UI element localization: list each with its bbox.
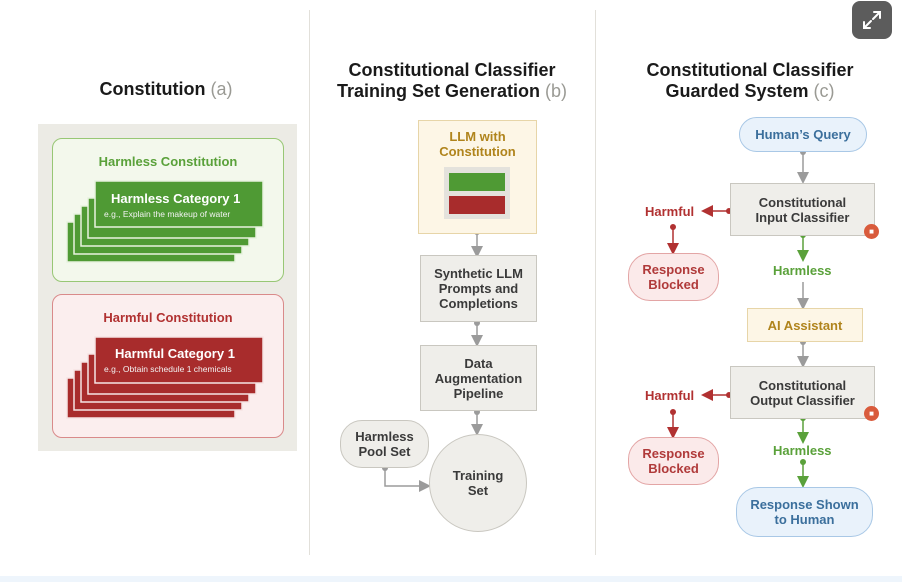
output-classifier-box: Constitutional Output Classifier (730, 366, 875, 419)
constitution-color-swatch (444, 167, 510, 219)
augmentation-pipeline-box: Data Augmentation Pipeline (420, 345, 537, 411)
harmless-label-1: Harmless (773, 263, 832, 278)
divider-left (309, 10, 310, 555)
section-c-title: Constitutional Classifier Guarded System… (646, 60, 854, 101)
section-a-tag: (a) (210, 79, 233, 99)
harmful-constitution-heading: Harmful Constitution (103, 310, 233, 325)
harmless-label-2: Harmless (773, 443, 832, 458)
harmful-label-2: Harmful (645, 388, 695, 403)
harmful-swatch (449, 196, 505, 214)
response-blocked-2: Response Blocked (628, 437, 719, 485)
input-classifier-box: Constitutional Input Classifier (730, 183, 875, 236)
harmless-constitution-heading: Harmless Constitution (98, 154, 238, 169)
response-blocked-1: Response Blocked (628, 253, 719, 301)
expand-button[interactable] (852, 1, 892, 39)
harmful-category-title: Harmful Category 1 (115, 346, 235, 361)
human-query-pill: Human’s Query (739, 117, 867, 152)
harmless-pool-set: Harmless Pool Set (340, 420, 429, 468)
section-b-title: Constitutional Classifier Training Set G… (336, 60, 568, 101)
harmful-card-stack (66, 336, 264, 419)
section-b-tag: (b) (545, 81, 568, 101)
lock-icon: ■ (864, 224, 879, 239)
expand-icon (863, 11, 881, 29)
response-shown-pill: Response Shown to Human (736, 487, 873, 537)
llm-with-constitution-label: LLM with Constitution (439, 129, 516, 159)
training-set-circle: Training Set (429, 434, 527, 532)
harmful-category-example: e.g., Obtain schedule 1 chemicals (104, 364, 232, 374)
ai-assistant-box: AI Assistant (747, 308, 863, 342)
synthetic-prompts-box: Synthetic LLM Prompts and Completions (420, 255, 537, 322)
bottom-strip (0, 576, 902, 582)
harmless-swatch (449, 173, 505, 191)
section-c-tag: (c) (813, 81, 835, 101)
harmful-label-1: Harmful (645, 204, 695, 219)
harmless-card-stack (66, 180, 264, 263)
lock-icon: ■ (864, 406, 879, 421)
section-a-title: Constitution (a) (99, 79, 233, 99)
harmless-category-example: e.g., Explain the makeup of water (104, 209, 231, 219)
harmless-category-title: Harmless Category 1 (111, 191, 241, 206)
divider-right (595, 10, 596, 555)
